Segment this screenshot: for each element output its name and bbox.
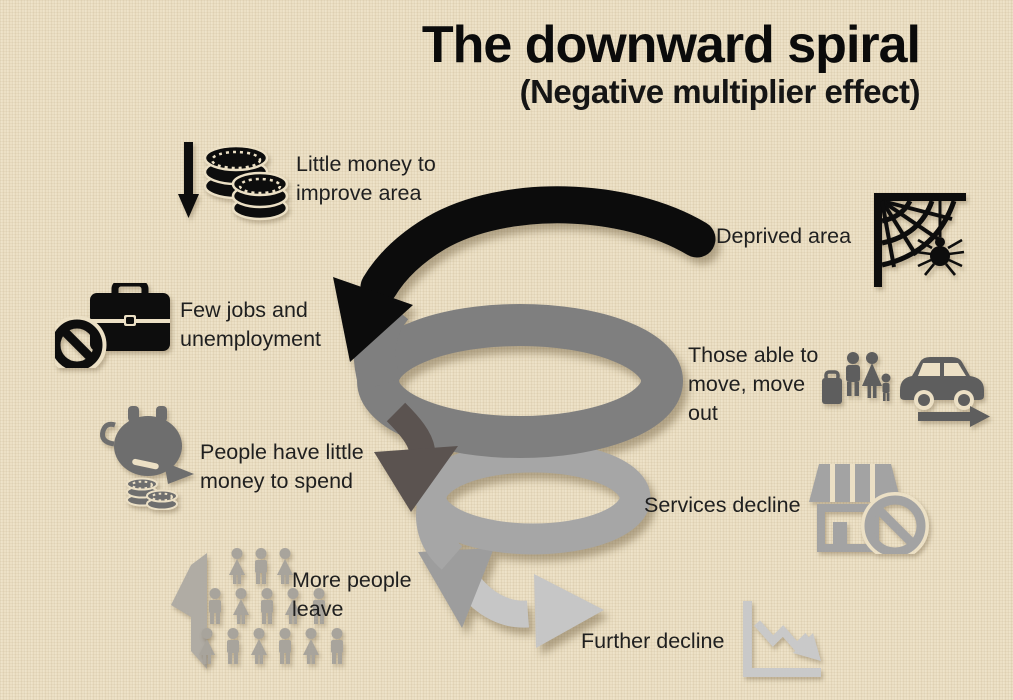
spiral-turn-more-leave-arrow (418, 548, 494, 628)
no-jobs-briefcase-icon (55, 283, 170, 368)
page-subtitle: (Negative multiplier effect) (519, 73, 921, 111)
car-leaving-icon (900, 357, 990, 427)
label-few-jobs: Few jobs and unemployment (180, 298, 322, 351)
label-services-decline: Services decline (644, 493, 801, 517)
spiral-turn-down-arrow (374, 402, 458, 512)
family-icon (822, 352, 891, 404)
no-symbol-icon (864, 495, 926, 554)
declining-chart-icon (743, 601, 821, 677)
spiral-turn-services-ring (415, 441, 651, 570)
title-block: The downward spiral (Negative multiplier… (300, 16, 921, 111)
spiral-turn-top-arc (333, 186, 716, 362)
coins-icon (126, 477, 178, 510)
label-deprived-area: Deprived area (716, 224, 852, 248)
coins-decline-icon (178, 142, 289, 221)
spider-icon (915, 237, 965, 276)
piggy-bank-icon (100, 406, 194, 510)
label-more-people-leave: More people leave (292, 568, 412, 621)
label-move-out: Those able to move, move out (688, 343, 819, 425)
store-closed-icon (809, 464, 929, 554)
page-title: The downward spiral (421, 16, 921, 74)
spider-web-icon (874, 193, 966, 287)
leave-arrow-icon (171, 553, 207, 669)
family-car-moving-icon (822, 352, 990, 427)
label-little-money: Little money to improve area (296, 152, 436, 205)
no-symbol-icon (55, 319, 103, 368)
label-further-decline: Further decline (581, 629, 725, 653)
label-little-spend: People have little money to spend (200, 440, 364, 493)
